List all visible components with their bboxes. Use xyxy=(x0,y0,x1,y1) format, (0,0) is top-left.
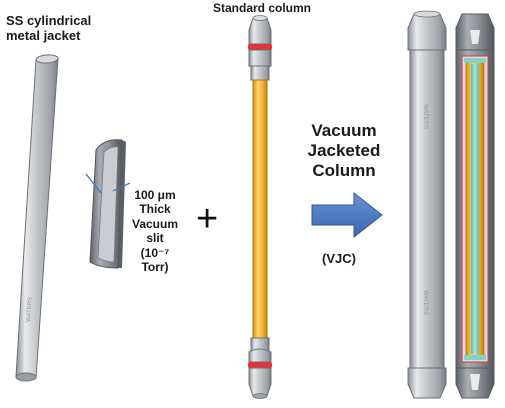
bottom-seal-ring xyxy=(248,362,272,368)
slit-label-line-3: Vacuum xyxy=(131,216,179,231)
jacket-engraving: WATERS xyxy=(26,297,34,322)
vjc-title-line-1: Vacuum xyxy=(311,121,377,140)
vjc-title: Vacuum Jacketed Column xyxy=(298,121,390,181)
slit-label-line-4: slit xyxy=(146,231,164,246)
vjc-title-line-3: Column xyxy=(312,161,376,181)
jacket-title-line-1: SS cylindrical xyxy=(6,13,92,28)
arrow-right-icon xyxy=(311,191,383,239)
vjc-title-line-2: Jacketed xyxy=(307,141,381,161)
vjc-exterior: WATERS WATERS xyxy=(407,10,447,399)
standard-column-title: Standard column xyxy=(213,1,312,15)
slit-label-line-5: (10⁻⁷ Torr) xyxy=(140,245,170,274)
slit-label-line-2: Thick xyxy=(139,202,171,217)
jacket-title: SS cylindrical metal jacket xyxy=(6,13,92,43)
vjc-engraving-top: WATERS xyxy=(422,104,428,129)
jacket-title-line-2: metal jacket xyxy=(6,27,81,43)
slit-pointer-left xyxy=(85,173,102,194)
slit-label-line-1: 100 μm xyxy=(134,188,176,202)
standard-column xyxy=(248,15,272,399)
vacuum-slit-label: 100 μm Thick Vacuum slit (10⁻⁷ Torr) xyxy=(126,188,184,274)
column-tube xyxy=(252,79,268,339)
top-seal-ring xyxy=(248,44,272,50)
inner-bore xyxy=(471,64,479,354)
vjc-abbreviation: (VJC) xyxy=(322,251,356,266)
vjc-cross-section xyxy=(455,13,495,399)
ss-jacket-tube: WATERS xyxy=(15,54,59,382)
plus-sign: + xyxy=(196,198,219,240)
vjc-engraving-bottom: WATERS xyxy=(422,290,428,315)
half-shell-cutaway xyxy=(89,139,126,269)
slit-pointer-right xyxy=(112,182,131,192)
